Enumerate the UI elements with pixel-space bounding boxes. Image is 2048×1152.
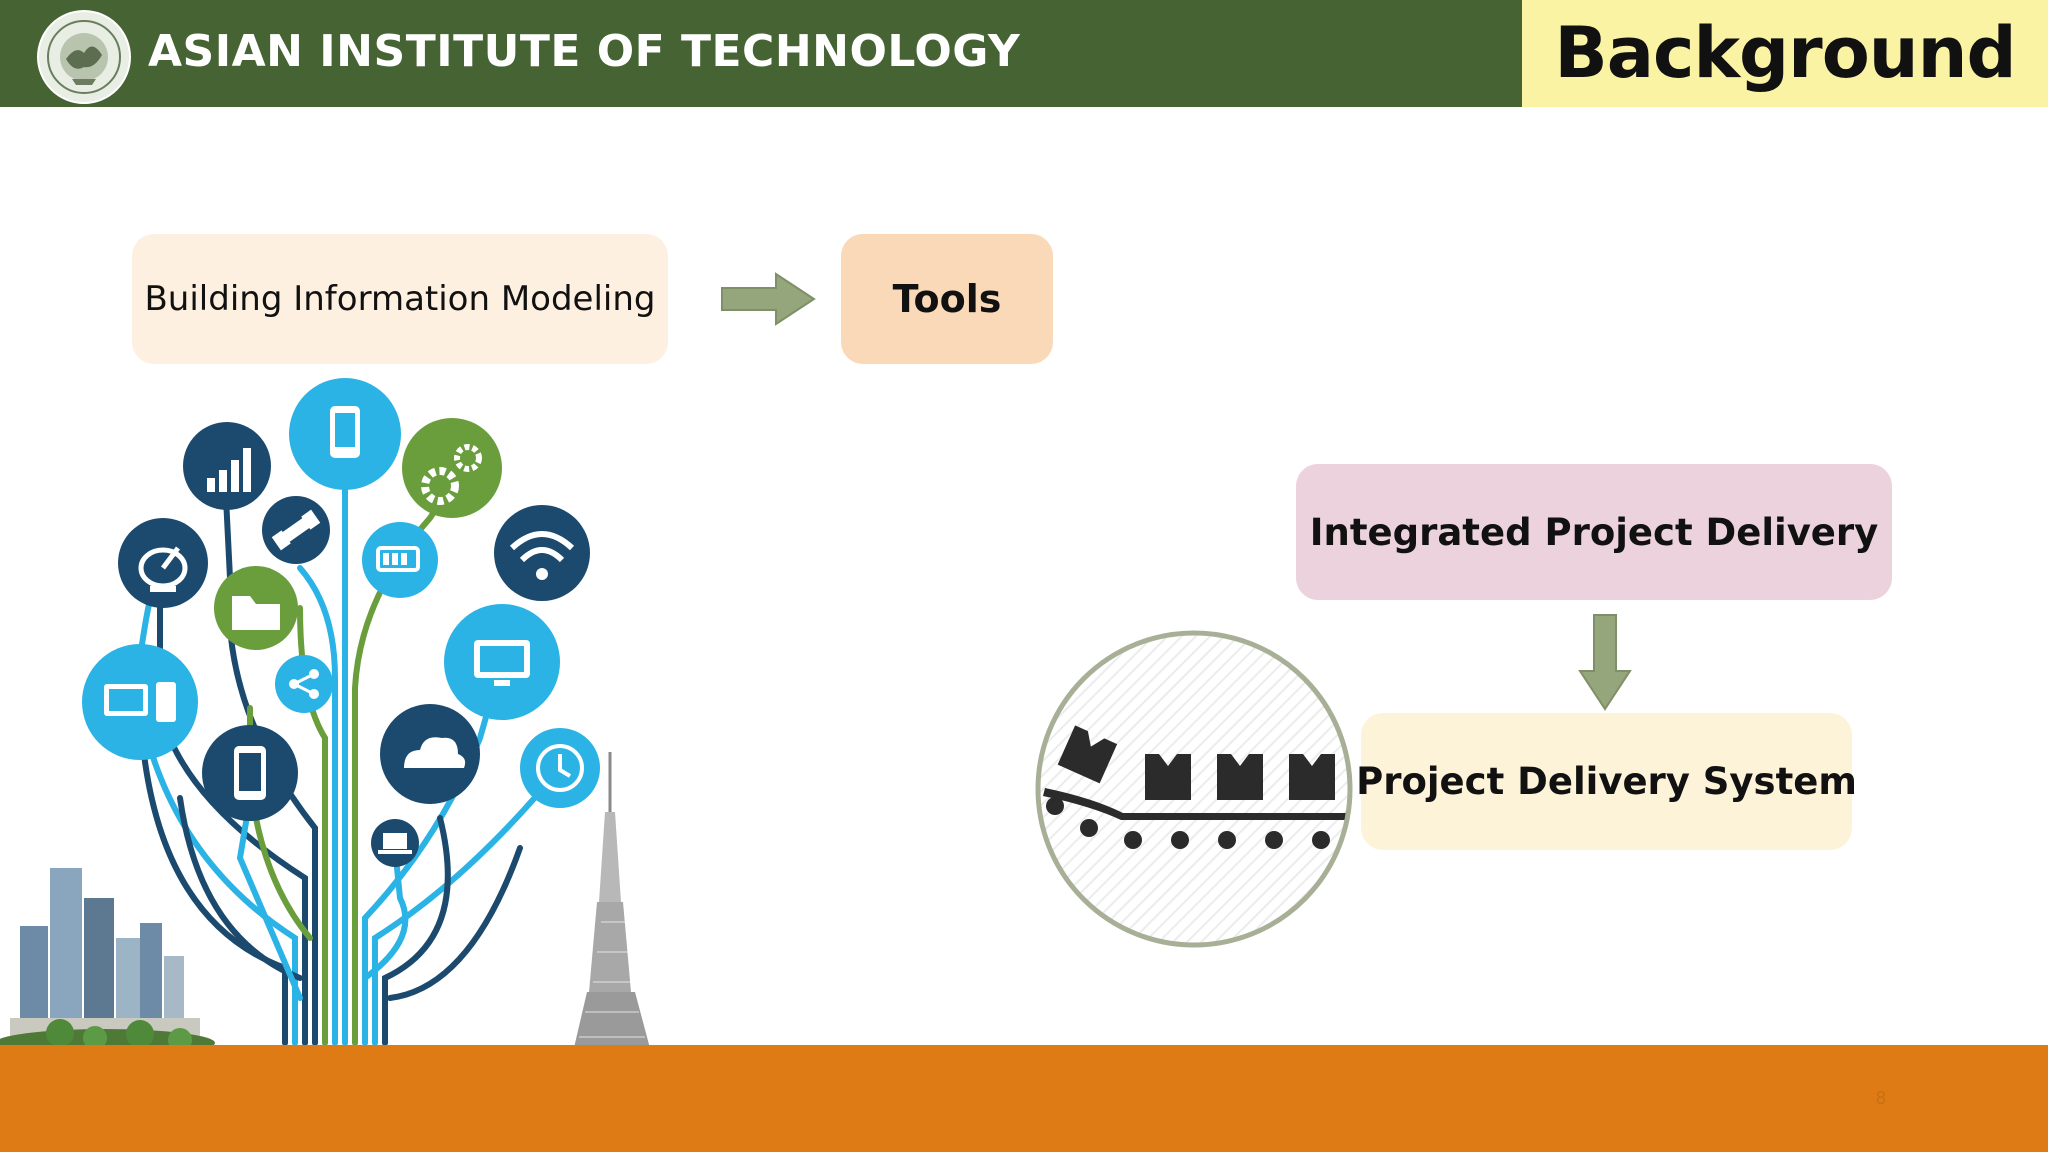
bim-box: Building Information Modeling [132, 234, 668, 364]
pds-box: Project Delivery System [1356, 713, 1857, 850]
city-buildings-illustration [0, 868, 215, 1058]
arrow-down-icon [1578, 614, 1632, 711]
slide-title: Background [1554, 12, 2016, 94]
conveyor-icon [1035, 630, 1353, 948]
header-bar: ASIAN INSTITUTE OF TECHNOLOGY [0, 0, 1522, 107]
page-number: 8 [1876, 1088, 1887, 1108]
institute-name: ASIAN INSTITUTE OF TECHNOLOGY [148, 26, 1021, 77]
technology-tree-illustration [0, 378, 600, 1058]
title-box: Background [1522, 0, 2048, 107]
arrow-right-icon [721, 272, 816, 326]
logo-seal-icon [37, 10, 131, 104]
footer-bar [0, 1045, 2048, 1152]
tools-box: Tools [841, 234, 1053, 364]
ipd-box: Integrated Project Delivery [1296, 464, 1892, 600]
skyscraper-illustration [567, 752, 683, 1092]
